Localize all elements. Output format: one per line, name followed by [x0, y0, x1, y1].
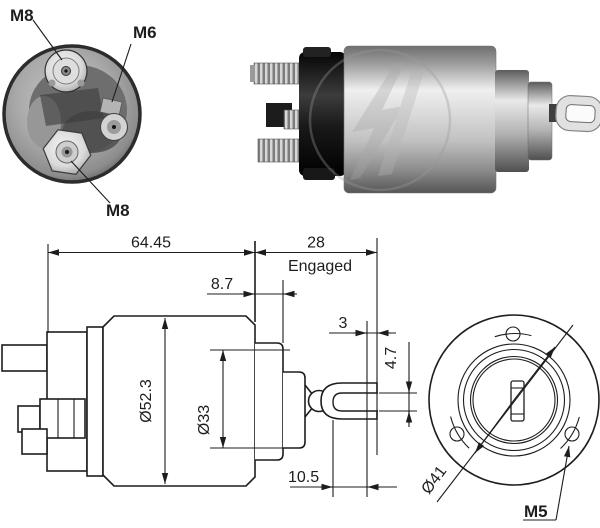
m5-callout: M5	[523, 445, 571, 521]
brand-watermark	[308, 48, 452, 192]
side-view-outline	[1, 315, 378, 487]
flange-ring	[462, 348, 566, 452]
dim-overall-length: 64.45	[47, 235, 256, 333]
dim-engaged-length: 28 Engaged	[255, 235, 378, 455]
dim-28-text: 28	[307, 235, 325, 252]
dim-41-text: Ø41	[419, 463, 451, 497]
terminal-m8-top	[44, 49, 88, 93]
photo-cap-lug-bottom	[303, 168, 335, 180]
flange-bore	[472, 358, 556, 442]
engaged-caption: Engaged	[288, 258, 352, 275]
dim-52-3-text: Ø52.3	[138, 379, 155, 423]
leader-m8-top	[32, 19, 63, 61]
drawn-stud-bottom	[21, 428, 48, 455]
leader-m6	[111, 43, 132, 103]
dim-3-text: 3	[339, 315, 348, 332]
label-m5: M5	[524, 502, 548, 521]
flange-ring	[457, 343, 571, 457]
label-m6: M6	[133, 23, 157, 42]
end-face-bracket-shadow	[40, 88, 104, 126]
flange-view: Ø41 M5	[419, 314, 600, 521]
dim-8-7-text: 8.7	[211, 276, 233, 293]
dim-face-offset: 8.7	[207, 276, 297, 343]
dim-fork-slot-height: 4.7	[379, 342, 417, 427]
dim-pilot-diameter: Ø33	[196, 349, 290, 449]
drawn-main-body	[102, 315, 256, 487]
dim-4-7-text: 4.7	[383, 347, 400, 369]
photo-plunger-eye	[555, 94, 600, 133]
drawn-nose-step	[283, 371, 306, 449]
mount-hole-right	[564, 426, 580, 442]
label-m8-bottom: M8	[106, 201, 130, 220]
drawn-stud-top	[1, 344, 48, 372]
dim-pin: 3	[329, 315, 396, 497]
bolt-circle-arc	[450, 416, 470, 449]
photo-stud-bottom	[257, 138, 301, 163]
flange-ring	[469, 355, 559, 445]
photo-stud-top	[253, 62, 301, 85]
dim-33-text: Ø33	[196, 405, 213, 435]
flange-outer-circle	[428, 314, 600, 486]
dimensions: 64.45 28 Engaged 8.7 3	[47, 235, 417, 497]
drawn-cap-ring	[86, 326, 104, 477]
side-view-photo	[250, 45, 600, 194]
end-view-labels: M8 M6 M8	[10, 6, 157, 220]
dim-10-5-text: 10.5	[288, 469, 319, 486]
photo-step-ring-1	[495, 70, 529, 172]
mount-hole-left	[449, 426, 465, 442]
terminal-m6	[99, 97, 129, 142]
drawn-stud-mid	[17, 405, 41, 433]
drawn-fork-slot	[332, 392, 378, 412]
dim-64-45-text: 64.45	[131, 235, 171, 252]
dim-bolt-circle: Ø41	[419, 324, 574, 503]
end-view-photo	[2, 44, 142, 184]
terminal-m8-bottom	[42, 129, 92, 175]
bolt-circle-arc	[560, 416, 580, 449]
label-m8-top: M8	[10, 6, 34, 25]
drawn-pilot-cylinder	[255, 342, 284, 461]
leader-m8-bottom	[70, 160, 111, 204]
bolt-circle-arc	[494, 333, 532, 338]
photo-cap-lug-top	[303, 47, 331, 57]
dim-fork-slot-depth: 10.5	[288, 420, 397, 497]
photo-stud-top-end	[250, 65, 255, 82]
photo-front-cap	[299, 52, 346, 176]
photo-step-ring-2	[527, 81, 553, 161]
dim-body-diameter: Ø52.3	[138, 318, 169, 484]
